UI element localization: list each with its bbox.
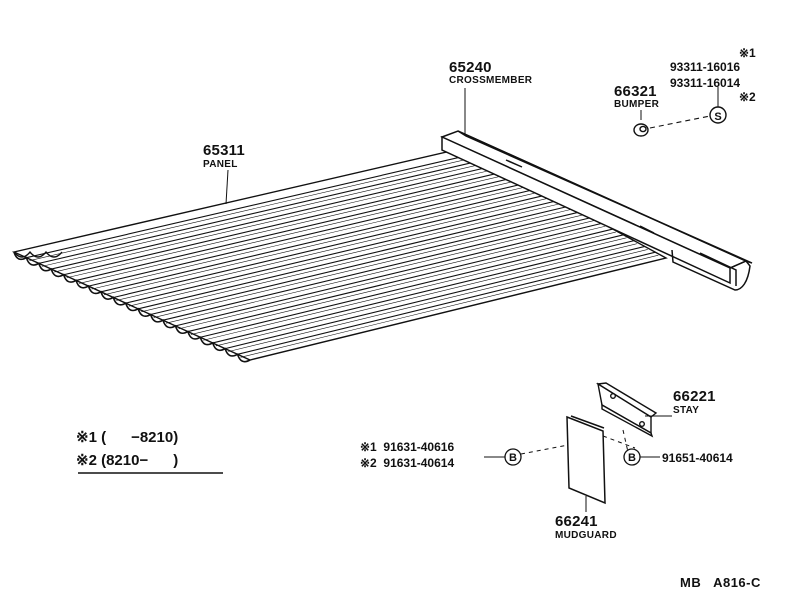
panel-rib: [175, 222, 603, 327]
panel-rib-shadow: [103, 191, 542, 296]
stay-bolt-part-number: 91651-40614: [662, 451, 733, 465]
note-1: ※1 ( −8210): [76, 429, 179, 446]
panel-rib-shadow: [178, 225, 606, 330]
panel-rib-shadow: [190, 231, 616, 335]
mudguard-number: 66241: [555, 513, 598, 530]
panel-rib: [100, 187, 539, 293]
bolt-symbol-left: B: [509, 452, 517, 464]
panel-rib: [237, 251, 656, 355]
bumper-name: BUMPER: [614, 99, 660, 110]
panel-rib: [162, 216, 592, 321]
panel-rib: [38, 159, 486, 264]
panel-rib-shadow: [54, 168, 499, 273]
panel-rib-shadow: [203, 237, 627, 341]
panel-rib-shadow: [66, 173, 510, 279]
panel-rib: [88, 182, 528, 287]
panel-rib-shadow: [116, 197, 553, 301]
bolt-symbol-right: B: [628, 452, 636, 464]
panel-rib-shadow: [41, 162, 489, 267]
panel-rib-shadow: [153, 214, 585, 318]
stay-name: STAY: [673, 405, 700, 416]
panel-rib-shadow: [165, 220, 595, 324]
crossmember-drawing: [440, 130, 753, 291]
panel-rib-shadow: [79, 179, 521, 284]
screw-part-number-1: 93311-16016: [670, 60, 741, 74]
panel-rib-shadow: [240, 254, 659, 358]
bumper-drawing: [633, 87, 727, 137]
crossmember-name: CROSSMEMBER: [449, 75, 533, 86]
panel-rib: [225, 245, 645, 350]
note-2: ※2 (8210− ): [76, 452, 179, 469]
screw-mark-2: ※2: [739, 90, 756, 104]
screw-symbol-s: S: [714, 111, 721, 123]
panel-rib-shadow: [91, 185, 531, 290]
panel-rib: [212, 240, 635, 344]
panel-rib-shadow: [29, 156, 478, 261]
crossmember-number: 65240: [449, 59, 492, 76]
panel-rib-shadow: [228, 249, 648, 352]
bolt-symbols: [484, 444, 660, 466]
panel-rib: [113, 193, 550, 299]
stay-drawing: [595, 382, 672, 438]
panel-rib: [138, 205, 571, 310]
diagram-code: MB A816-C: [680, 575, 761, 590]
panel-name: PANEL: [203, 159, 238, 170]
panel-rib: [125, 199, 560, 304]
panel-number: 65311: [203, 142, 245, 159]
panel-rib-shadow: [215, 243, 638, 347]
panel-rib: [187, 228, 613, 333]
mudguard-drawing: [566, 415, 636, 512]
leader-lines: [78, 88, 587, 512]
screw-mark-1: ※1: [739, 46, 756, 60]
panel-rib: [26, 153, 475, 259]
bumper-number: 66321: [614, 83, 657, 100]
panel-rib-shadow: [128, 202, 563, 307]
panel-rib-shadow: [141, 208, 574, 313]
screw-part-number-2: 93311-16014: [670, 76, 741, 90]
mudguard-name: MUDGUARD: [555, 530, 617, 541]
mudguard-bolt-line-2: ※2 91631-40614: [360, 456, 455, 470]
panel-rib: [63, 170, 507, 276]
panel-rib: [51, 164, 497, 270]
stay-number: 66221: [673, 388, 716, 405]
panel-rib: [75, 176, 518, 281]
mudguard-bolt-line-1: ※1 91631-40616: [360, 440, 455, 454]
panel-rib: [200, 234, 624, 338]
panel-rib: [150, 211, 582, 316]
panel-drawing: [11, 147, 668, 363]
